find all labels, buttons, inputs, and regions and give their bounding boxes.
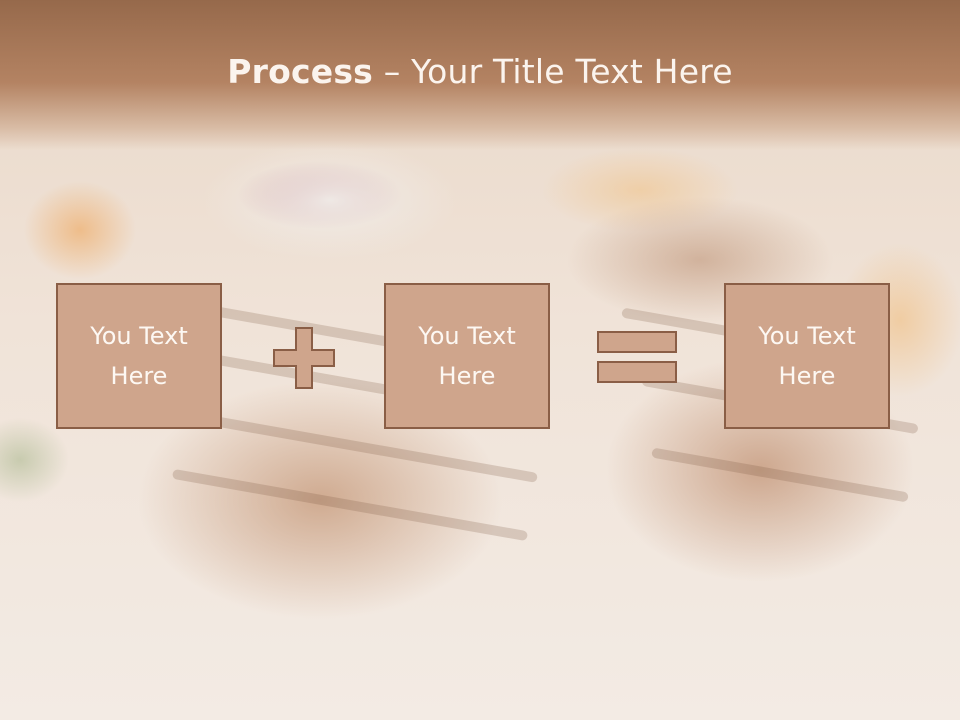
process-box-text: You Text Here xyxy=(758,322,856,390)
title-band xyxy=(0,0,960,150)
grill-mark xyxy=(171,468,529,542)
process-box-3: You Text Here xyxy=(724,283,890,429)
plus-icon xyxy=(272,326,336,390)
title-bold: Process xyxy=(227,52,374,91)
process-box-text: You Text Here xyxy=(418,322,516,390)
grill-mark xyxy=(651,447,909,503)
slide-title: Process – Your Title Text Here xyxy=(0,52,960,91)
process-box-text: You Text Here xyxy=(90,322,188,390)
equals-icon xyxy=(597,331,677,385)
process-box-1: You Text Here xyxy=(56,283,222,429)
title-rest: – Your Title Text Here xyxy=(373,52,733,91)
process-box-2: You Text Here xyxy=(384,283,550,429)
